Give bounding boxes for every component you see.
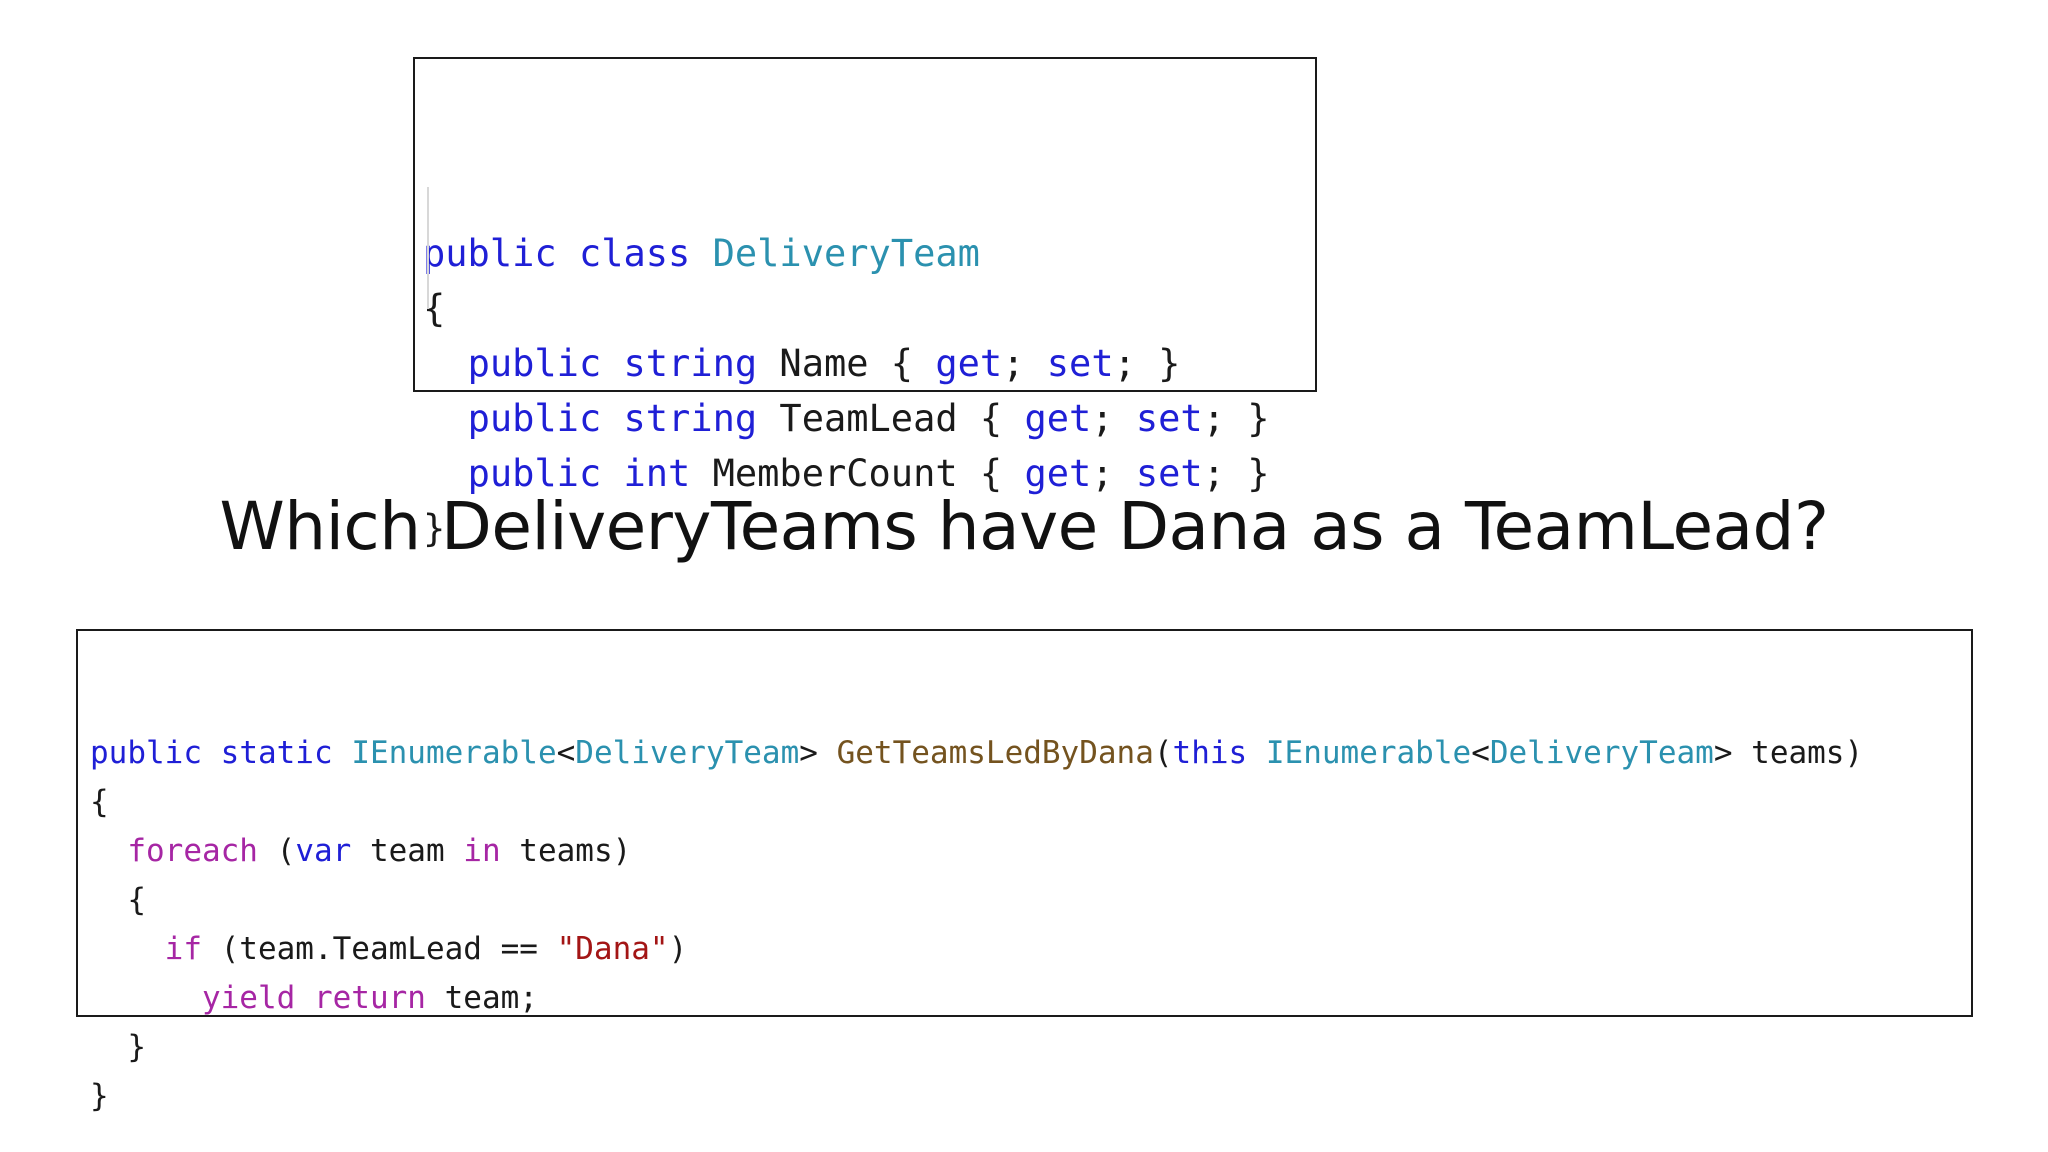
code-token: set [1046,342,1114,385]
code-token: return [313,980,426,1016]
code-lines: public class DeliveryTeam{ public string… [423,226,1315,556]
code-token: ; [1091,397,1136,440]
indent-guide [427,187,429,309]
code-token [423,342,468,385]
code-token [295,980,314,1016]
code-line: public int MemberCount { get; set; } [423,446,1315,501]
code-token: var [295,833,352,869]
code-token: class [578,232,691,275]
code-token: "Dana" [556,931,669,967]
code-token: public [467,397,602,440]
code-token [90,980,202,1016]
code-line: public string Name { get; set; } [423,336,1315,391]
code-token [601,397,623,440]
code-token: get [935,342,1003,385]
code-token: team; [425,980,538,1016]
code-line: foreach (var team in teams) [90,827,1971,876]
code-token: { [90,784,109,820]
code-token: } [90,1029,146,1065]
code-token: MemberCount { [690,452,1025,495]
code-token [557,232,579,275]
code-token: in [463,833,501,869]
code-token: (team.TeamLead == [201,931,557,967]
code-token [90,931,165,967]
code-token: get [1024,452,1092,495]
code-line: yield return team; [90,974,1971,1023]
code-line: public string TeamLead { get; set; } [423,391,1315,446]
code-token: } [423,507,446,550]
code-token: Name { [757,342,936,385]
code-token: public [467,342,602,385]
code-token [1247,735,1266,771]
code-token [90,833,127,869]
code-token: ; } [1202,452,1270,495]
code-token [601,342,623,385]
class-definition-code-block: public class DeliveryTeam{ public string… [413,57,1317,550]
code-line: if (team.TeamLead == "Dana") [90,925,1971,974]
code-token: ; [1002,342,1047,385]
code-token: get [1024,397,1092,440]
code-token: public [423,232,557,275]
code-token: string [623,397,758,440]
code-line: { [423,281,1315,336]
code-token: teams) [500,833,632,869]
code-line: public static IEnumerable<DeliveryTeam> … [90,729,1971,778]
code-line: } [90,1023,1971,1072]
code-token [202,735,221,771]
code-token: TeamLead { [757,397,1025,440]
code-line: { [90,778,1971,827]
code-token [423,397,468,440]
code-token: set [1135,397,1203,440]
code-token: ( [1153,735,1173,771]
code-token: ; } [1202,397,1270,440]
code-token [690,232,712,275]
code-token: ; [1091,452,1136,495]
code-token: set [1135,452,1203,495]
code-token: IEnumerable [1265,735,1472,771]
code-lines: public static IEnumerable<DeliveryTeam> … [90,729,1971,1121]
code-token: team [351,833,464,869]
question-heading: Which DeliveryTeams have Dana as a TeamL… [219,488,1830,565]
code-token: yield [201,980,296,1016]
code-token: public [90,735,202,771]
code-token: ( [257,833,296,869]
code-token: GetTeamsLedByDana [836,735,1154,771]
code-token: DeliveryTeam [1489,735,1714,771]
code-token: int [623,452,691,495]
code-token: { [90,882,146,918]
code-token: this [1172,735,1248,771]
code-token: if [164,931,202,967]
code-token: } [90,1078,109,1114]
code-token: ) [668,931,688,967]
code-token: DeliveryTeam [712,232,980,275]
code-token: static [220,735,333,771]
code-line: } [90,1072,1971,1121]
code-token: < [556,735,576,771]
code-token: public [467,452,602,495]
code-token: < [1471,735,1490,771]
code-token: IEnumerable [351,735,557,771]
code-token: ; } [1113,342,1181,385]
method-definition-code-block: public static IEnumerable<DeliveryTeam> … [76,629,1973,1114]
code-token: string [623,342,758,385]
code-token: > teams) [1713,735,1864,771]
code-token [333,735,352,771]
code-line: { [90,876,1971,925]
code-token: foreach [127,833,258,869]
code-line: public class DeliveryTeam [423,226,1315,281]
code-line: } [423,501,1315,556]
code-token: DeliveryTeam [575,735,800,771]
code-token: > [799,735,837,771]
